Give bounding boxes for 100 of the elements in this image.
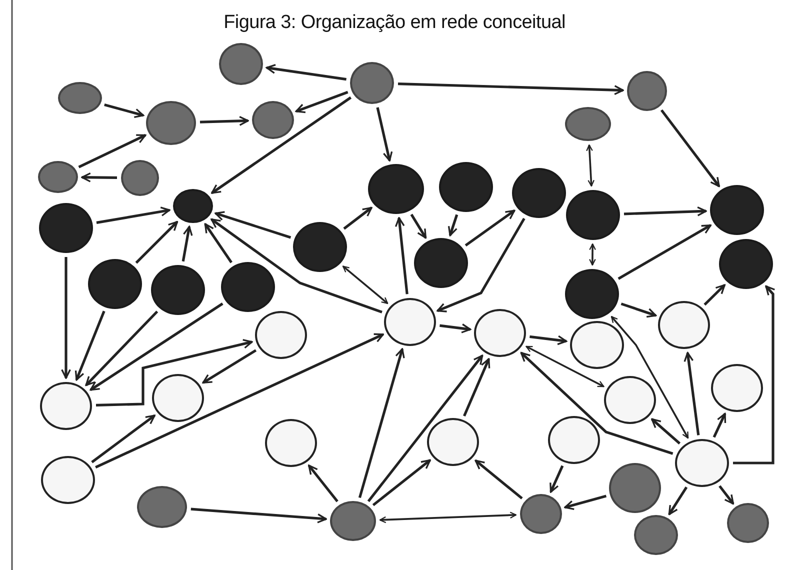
concept-circle — [293, 222, 347, 272]
arrow — [85, 310, 158, 386]
arrow — [96, 206, 170, 224]
arrow — [550, 465, 564, 493]
arrow — [200, 116, 249, 126]
arrow — [90, 302, 224, 391]
concept-circle — [265, 419, 317, 467]
arrow — [684, 352, 700, 436]
arrow — [214, 211, 292, 239]
arrow — [342, 266, 388, 304]
concept-circle — [474, 309, 526, 357]
arrow — [376, 107, 393, 162]
concept-circle — [121, 160, 159, 196]
arrow — [394, 217, 408, 294]
concept-circle — [710, 185, 764, 235]
concept-circle — [719, 239, 773, 289]
concept-circle — [368, 164, 424, 214]
concept-circle — [675, 439, 729, 487]
concept-circle — [627, 71, 667, 111]
concept-circle — [609, 463, 661, 513]
concept-circle — [173, 189, 213, 223]
arrow — [95, 333, 384, 468]
arrow — [620, 302, 657, 318]
arrow — [358, 348, 405, 498]
concept-circle — [711, 364, 763, 412]
concept-circle — [221, 262, 275, 312]
arrow — [91, 414, 156, 464]
arrow — [624, 206, 707, 216]
arrow — [474, 460, 523, 500]
concept-circle — [137, 486, 187, 528]
concept-circle — [330, 501, 376, 541]
concept-circle — [252, 101, 294, 139]
arrow — [190, 508, 327, 524]
arrow — [410, 214, 427, 239]
arrow — [379, 512, 517, 524]
arrow — [204, 223, 232, 264]
concept-circle — [40, 382, 92, 430]
arrow — [398, 82, 624, 96]
arrow — [440, 323, 472, 334]
arrow — [704, 284, 726, 306]
arrow — [211, 96, 352, 194]
arrow — [618, 224, 712, 280]
arrow — [448, 214, 458, 236]
arrow — [308, 464, 338, 502]
concept-circle — [566, 190, 620, 240]
arrow — [464, 210, 516, 246]
concept-circle — [38, 161, 78, 193]
concept-circle — [41, 456, 95, 504]
arrow — [74, 310, 106, 381]
concept-circle — [565, 269, 619, 319]
arrow — [668, 486, 688, 516]
concept-circle — [520, 494, 562, 534]
concept-circle — [151, 265, 205, 315]
concept-circle — [565, 107, 611, 141]
figure-title: Figura 3: Organização em rede conceitual — [222, 12, 566, 34]
concept-circle — [427, 418, 479, 466]
concept-circle — [39, 203, 93, 253]
arrow — [135, 220, 178, 264]
concept-circle — [146, 101, 196, 145]
arrow — [372, 459, 431, 506]
arrow — [104, 103, 144, 118]
arrow — [61, 257, 71, 379]
arrow — [712, 412, 726, 438]
arrow — [266, 64, 346, 81]
arrow — [96, 338, 253, 406]
arrow — [530, 335, 568, 346]
concept-circle — [414, 238, 468, 288]
arrow — [202, 349, 257, 384]
arrow — [651, 418, 681, 444]
arrow — [526, 346, 604, 388]
arrow — [343, 206, 372, 230]
concept-circle — [570, 321, 624, 369]
arrow — [733, 285, 776, 464]
arrow — [463, 358, 490, 417]
concept-circle — [604, 376, 656, 424]
arrow — [589, 243, 596, 266]
concept-circle — [634, 515, 678, 555]
concept-circle — [658, 301, 710, 349]
concept-circle — [512, 168, 566, 218]
arrow — [564, 494, 607, 510]
arrow — [660, 109, 720, 188]
concept-circle — [548, 416, 600, 464]
concept-circle — [439, 162, 493, 212]
arrow — [520, 352, 674, 455]
concept-circle — [384, 298, 436, 346]
arrow — [436, 218, 526, 312]
concept-circle — [88, 259, 142, 309]
concept-circle — [727, 503, 769, 543]
concept-circle — [219, 43, 263, 85]
concept-circle — [255, 311, 307, 359]
arrow — [78, 134, 146, 168]
concept-circle — [152, 374, 204, 422]
arrow — [295, 90, 348, 114]
arrow — [367, 354, 484, 502]
arrow — [81, 172, 118, 182]
arrow — [586, 144, 595, 187]
arrow — [182, 226, 193, 262]
concept-circle — [58, 82, 102, 114]
concept-circle — [350, 62, 394, 104]
arrow — [610, 316, 689, 439]
